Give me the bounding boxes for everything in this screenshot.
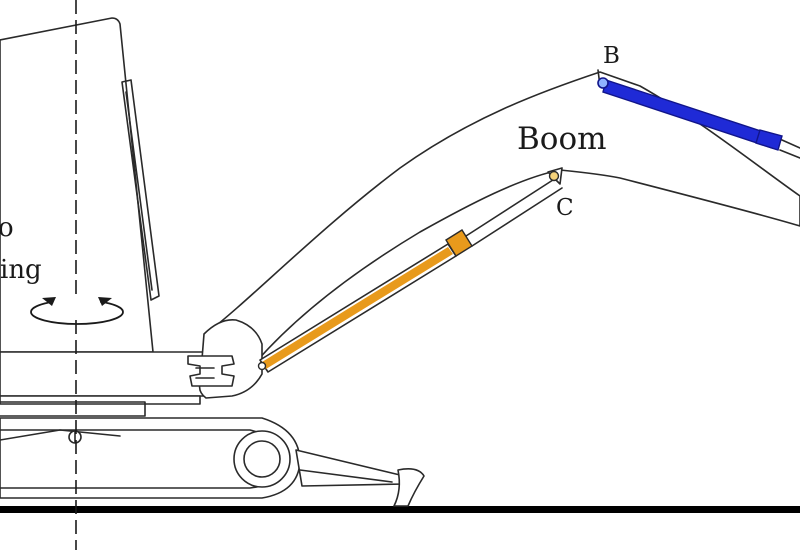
arm-cylinder xyxy=(597,77,800,159)
point-c-label: C xyxy=(556,195,574,221)
track xyxy=(0,417,301,499)
ground-line xyxy=(0,506,800,513)
boom-cylinder-pin-icon xyxy=(257,361,267,371)
point-c-pin-icon xyxy=(548,170,560,182)
dozer-blade xyxy=(295,449,425,507)
rotation-arrow-icon xyxy=(30,296,124,325)
boom-cylinder-fill xyxy=(262,247,453,369)
boom-bracket xyxy=(187,318,263,399)
point-b-label: B xyxy=(603,43,620,69)
point-b-pin-icon xyxy=(597,77,609,89)
partial-label-bottom: ing xyxy=(0,255,42,285)
boom-label: Boom xyxy=(517,121,607,157)
upper-body xyxy=(0,351,206,417)
boom-cylinder xyxy=(257,167,563,373)
partial-label-top: o xyxy=(0,213,14,243)
